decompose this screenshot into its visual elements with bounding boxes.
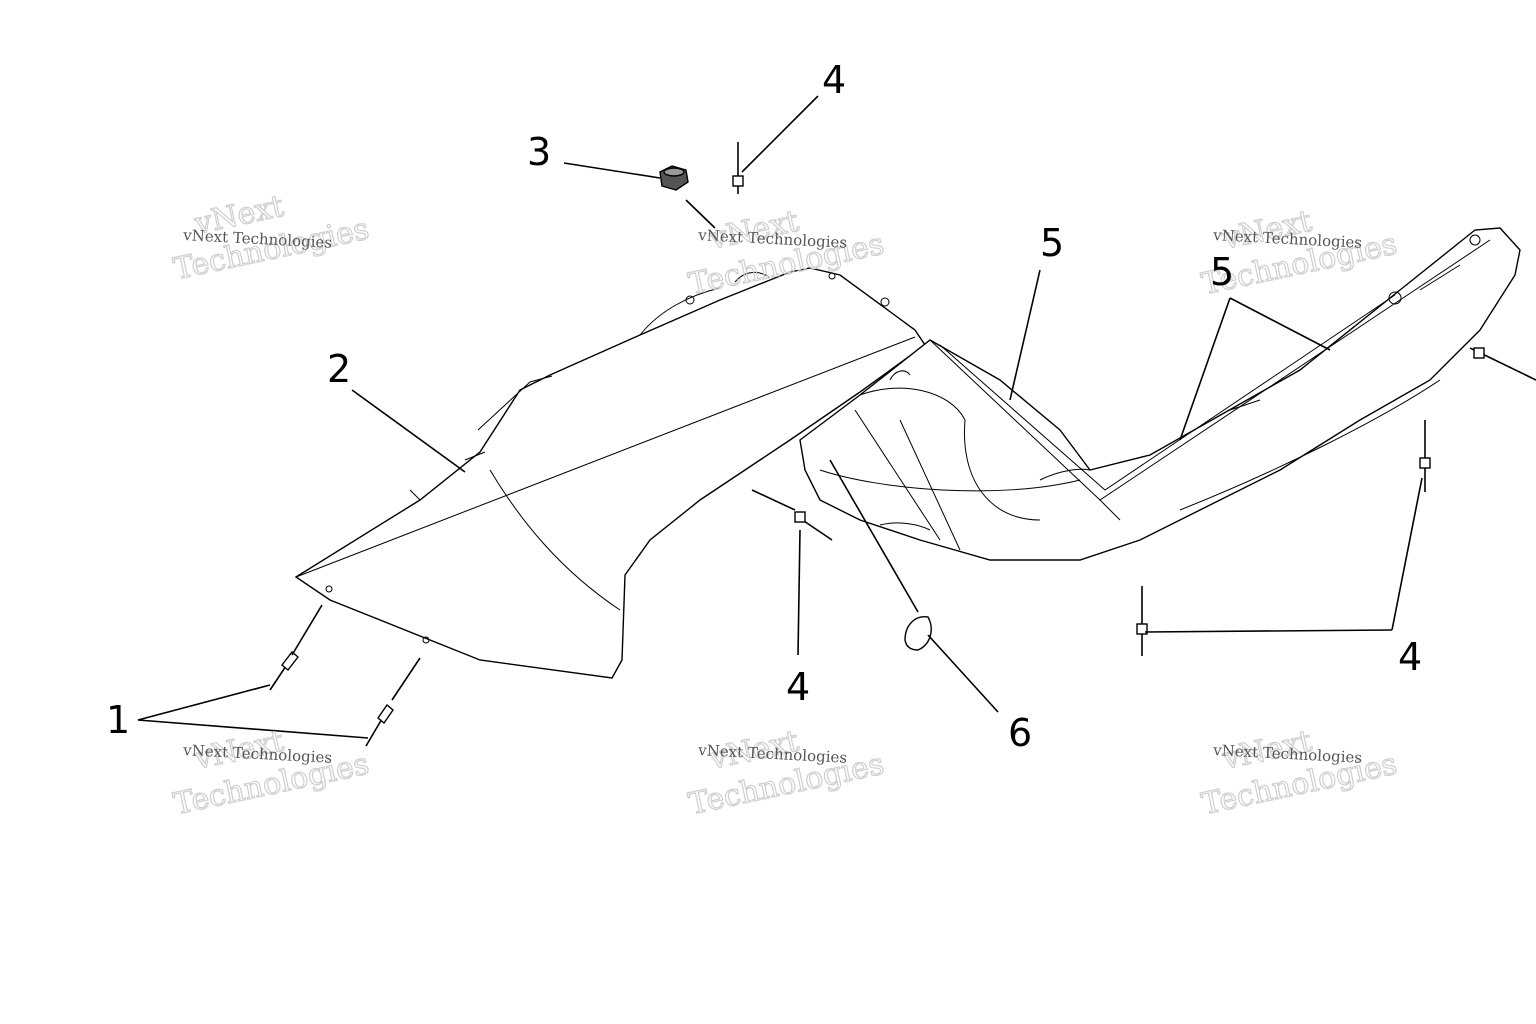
callout-2: 2 bbox=[327, 347, 351, 391]
side-cover-panel bbox=[294, 267, 926, 679]
rear-cover-section bbox=[799, 227, 1521, 561]
watermark-tile-6: vNext Technologies bbox=[1198, 723, 1401, 822]
plug-6 bbox=[904, 616, 932, 651]
leader-lines bbox=[137, 95, 1423, 739]
callout-1: 1 bbox=[106, 698, 130, 742]
screw-4-top bbox=[732, 142, 744, 194]
watermark-tile-5: vNext Technologies bbox=[685, 723, 888, 822]
nut-3 bbox=[659, 165, 689, 191]
push-rivet-1b bbox=[365, 703, 394, 747]
screw-4-mid bbox=[794, 511, 833, 541]
callout-6: 6 bbox=[1008, 711, 1032, 755]
callout-4-top: 4 bbox=[822, 58, 846, 102]
callout-4-right: 4 bbox=[1398, 635, 1422, 679]
callout-4-mid: 4 bbox=[786, 665, 810, 709]
callout-3: 3 bbox=[527, 130, 551, 174]
callout-5-a: 5 bbox=[1040, 221, 1064, 265]
screw-4-right-b bbox=[1136, 586, 1148, 656]
push-rivet-1a bbox=[269, 650, 299, 691]
screw-4-far-right bbox=[1469, 347, 1536, 381]
callout-5-b: 5 bbox=[1210, 250, 1234, 294]
screw-4-right-a bbox=[1419, 420, 1431, 492]
